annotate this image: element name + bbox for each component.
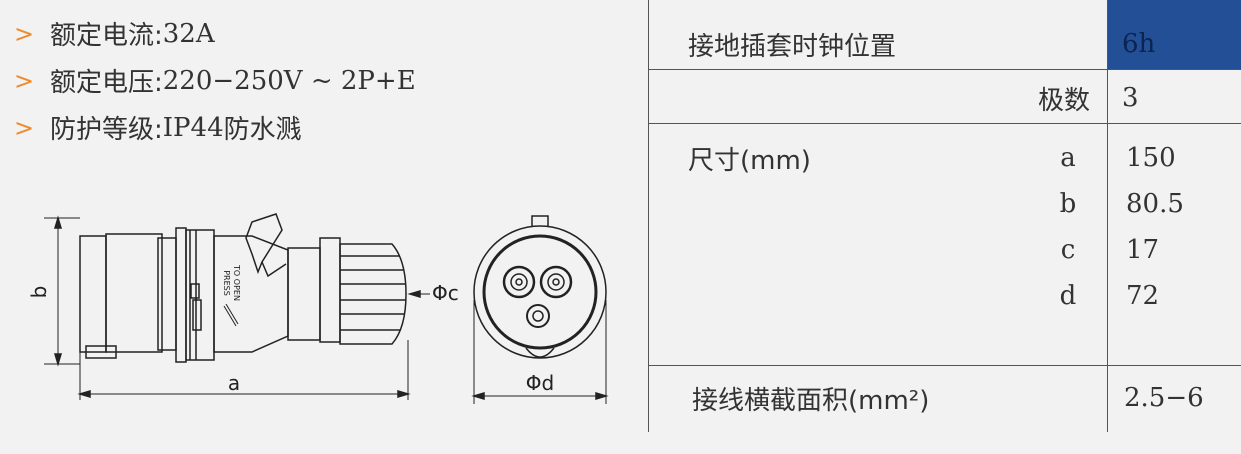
dim-value: 150 bbox=[1126, 143, 1176, 173]
dim-d-label: Φd bbox=[526, 371, 554, 395]
dim-c-label: Φc bbox=[432, 281, 459, 305]
wire-label: 接线横截面积(mm²) bbox=[692, 385, 930, 416]
dim-value: 80.5 bbox=[1126, 189, 1184, 219]
dim-b-label: b bbox=[27, 286, 51, 299]
table-border-left bbox=[648, 0, 649, 432]
connector-drawing: b a Φc Φd PRESS TO OPEN bbox=[27, 213, 609, 404]
spec-value: IP44 bbox=[162, 112, 224, 143]
spec-rated-current: > 额定电流: 32A bbox=[14, 10, 416, 57]
highlight-cell bbox=[1108, 0, 1241, 69]
row-divider bbox=[648, 123, 1241, 124]
poles-label: 极数 bbox=[1037, 85, 1090, 116]
spec-list: > 额定电流: 32A > 额定电压: 220−250V ~ 2P+E > 防护… bbox=[14, 10, 416, 151]
dim-a-label: a bbox=[228, 371, 240, 395]
spec-value: 32A bbox=[162, 18, 215, 49]
spec-value: 220−250V ~ 2P+E bbox=[162, 65, 416, 96]
spec-label: 额定电压: bbox=[50, 68, 163, 98]
size-label: 尺寸(mm) bbox=[688, 145, 811, 176]
press-text: PRESS bbox=[222, 270, 231, 296]
dim-value: 72 bbox=[1126, 281, 1160, 311]
bullet-icon: > bbox=[14, 66, 35, 95]
dim-value: 17 bbox=[1126, 235, 1160, 265]
dim-key: b bbox=[1059, 189, 1077, 219]
dim-key: c bbox=[1060, 235, 1076, 265]
dim-key: d bbox=[1059, 281, 1077, 311]
ground-label: 接地插套时钟位置 bbox=[688, 31, 897, 62]
bullet-icon: > bbox=[14, 19, 35, 48]
spec-protection: > 防护等级: IP44 防水溅 bbox=[14, 104, 416, 151]
dim-key: a bbox=[1060, 143, 1076, 173]
to-open-text: TO OPEN bbox=[232, 264, 241, 301]
row-divider bbox=[648, 365, 1241, 366]
table-divider bbox=[1107, 0, 1108, 432]
spec-rated-voltage: > 额定电压: 220−250V ~ 2P+E bbox=[14, 57, 416, 104]
ground-value: 6h bbox=[1122, 29, 1156, 59]
spec-label: 防护等级: bbox=[50, 115, 163, 145]
spec-label: 额定电流: bbox=[50, 21, 163, 51]
wire-value: 2.5−6 bbox=[1124, 383, 1204, 413]
spec-table: 接地插套时钟位置 6h 极数 3 尺寸(mm) a 150 b 80.5 c 1… bbox=[648, 0, 1241, 432]
row-divider bbox=[648, 69, 1241, 70]
bullet-icon: > bbox=[14, 113, 35, 142]
spec-suffix: 防水溅 bbox=[223, 115, 302, 145]
poles-value: 3 bbox=[1122, 83, 1139, 113]
